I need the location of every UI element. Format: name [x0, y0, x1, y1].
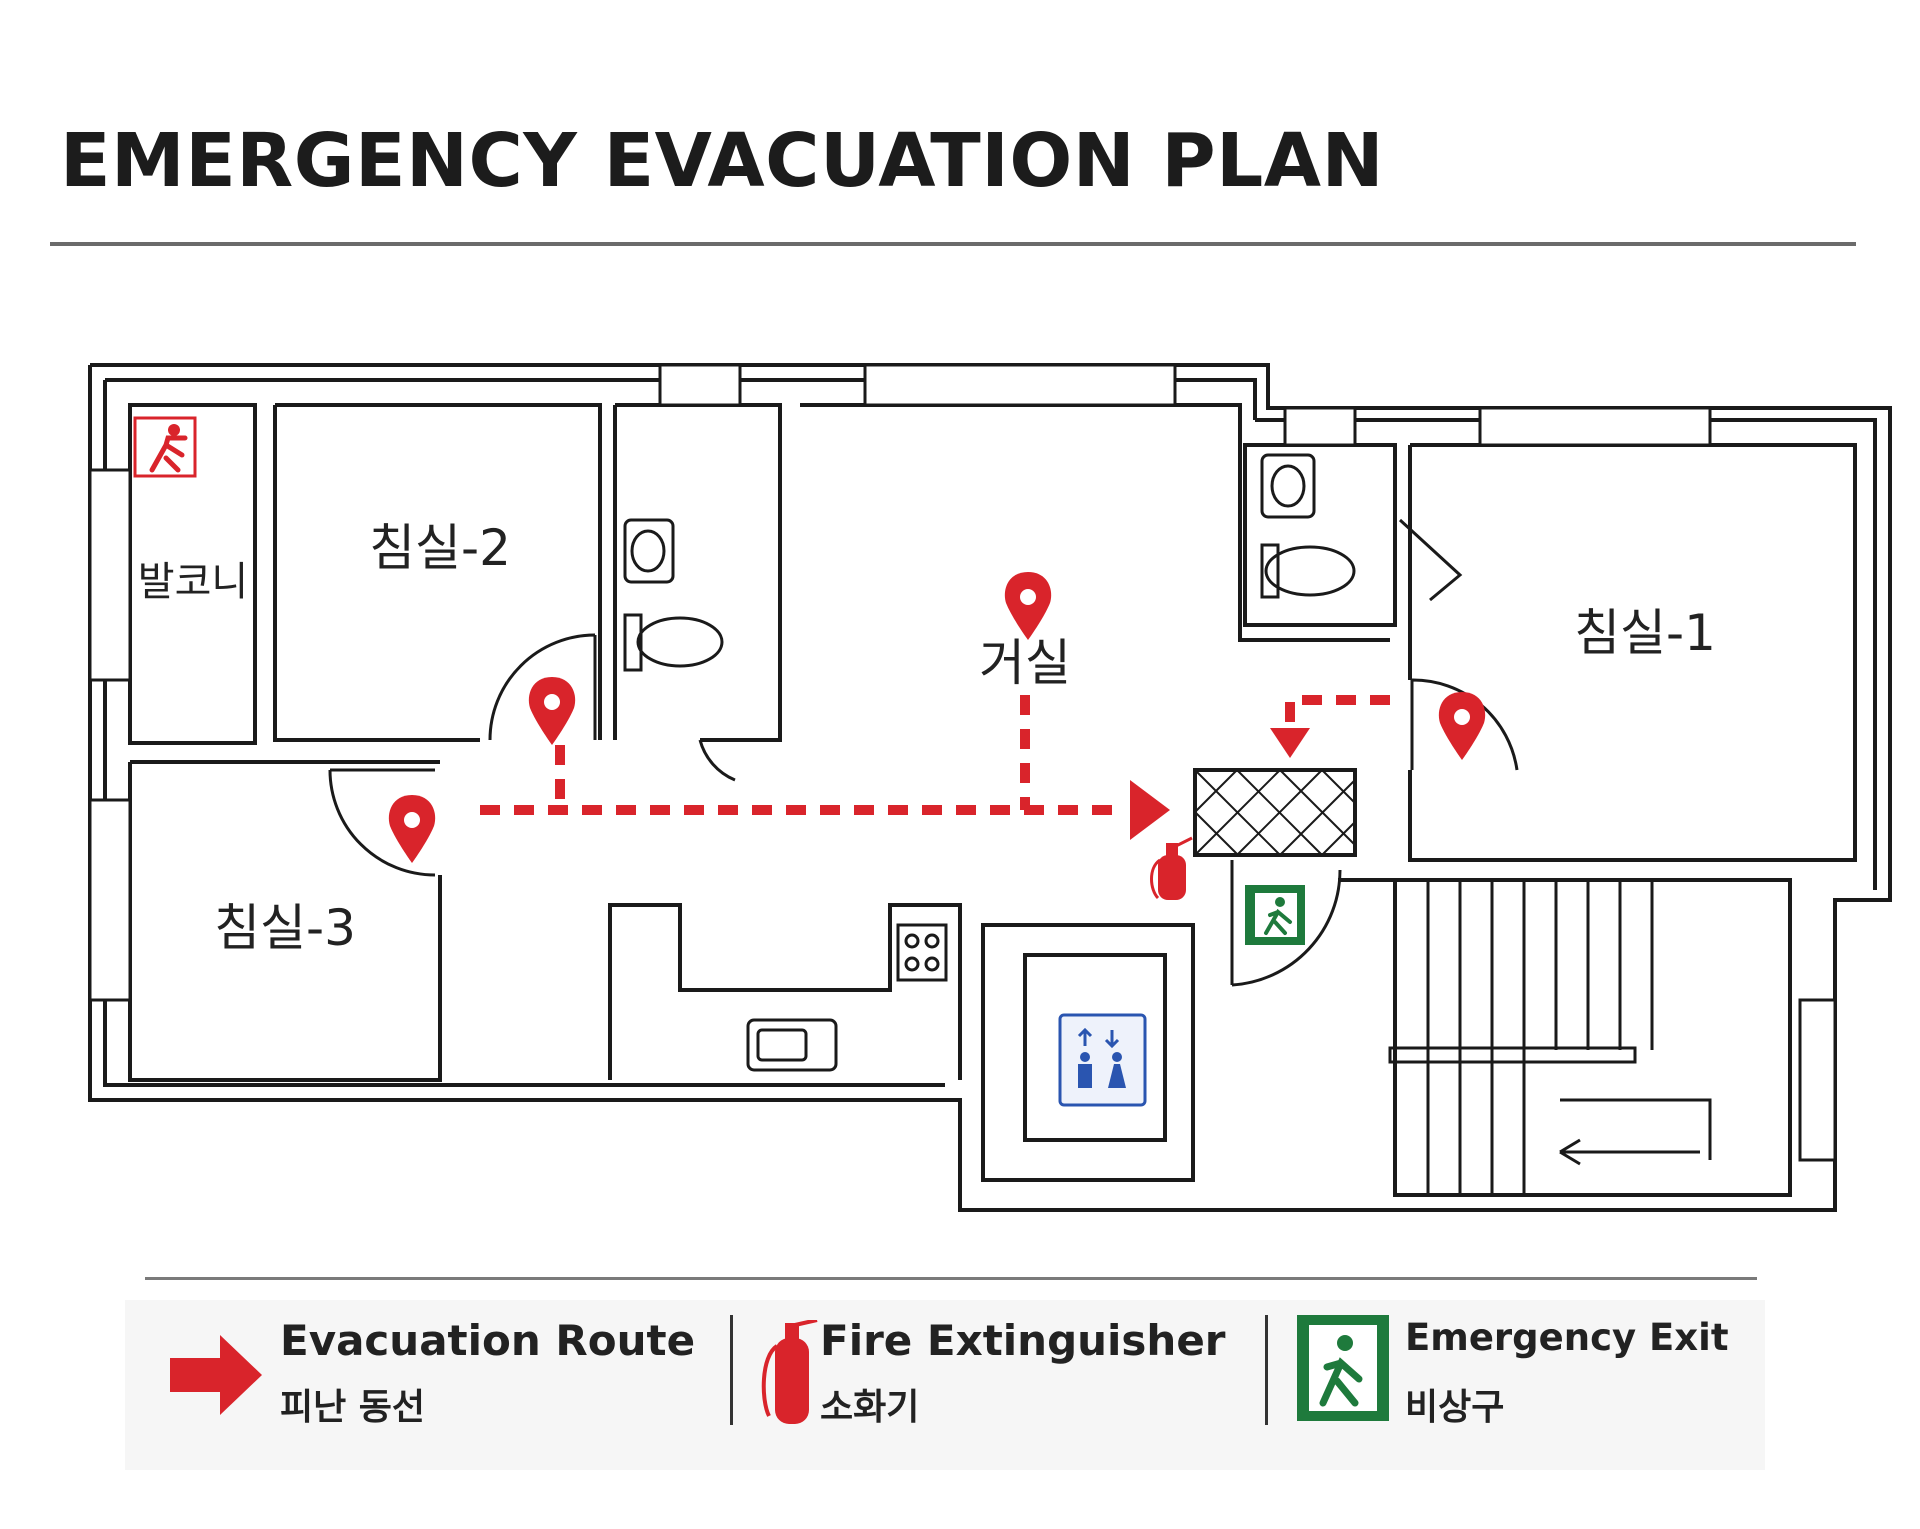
windows — [88, 363, 1837, 1162]
doors — [328, 518, 1519, 987]
legend-label-en: Fire Extinguisher — [820, 1316, 1226, 1365]
location-pin-icon — [528, 677, 576, 745]
legend-label-ko: 피난 동선 — [280, 1387, 426, 1428]
legend-label-ko: 소화기 — [820, 1387, 920, 1428]
evacuation-route — [480, 695, 1390, 815]
legend-label-ko: 비상구 — [1405, 1387, 1505, 1428]
stove-icon — [896, 923, 948, 982]
legend-label-en: Emergency Exit — [1405, 1316, 1729, 1359]
elevator-icon — [1058, 1013, 1147, 1107]
legend-label-en: Evacuation Route — [280, 1316, 696, 1365]
evacuation-route-arrow-icon — [170, 1335, 262, 1415]
stairs-icon — [1388, 880, 1712, 1195]
room-label-bedroom-3: 침실-3 — [214, 899, 356, 957]
sink-icon — [1260, 453, 1316, 519]
legend-item-emergency-exit: Emergency Exit 비상구 — [1295, 1300, 1765, 1470]
balcony-exit-sign-icon — [133, 416, 197, 478]
location-pin-icon — [1438, 692, 1486, 760]
location-pin-icon — [1004, 572, 1052, 640]
legend-item-evacuation-route: Evacuation Route 피난 동선 — [125, 1300, 695, 1470]
room-label-living-room: 거실 — [979, 634, 1071, 692]
room-label-bedroom-2: 침실-2 — [369, 519, 511, 577]
legend-separator — [730, 1315, 733, 1425]
shaft-hatch — [1194, 769, 1356, 856]
emergency-exit-icon — [1245, 885, 1305, 945]
fire-extinguisher-icon — [1150, 836, 1193, 900]
legend-separator — [1265, 1315, 1268, 1425]
kitchen-sink-icon — [746, 1018, 838, 1072]
emergency-exit-icon — [1297, 1315, 1389, 1421]
room-label-balcony: 발코니 — [138, 559, 248, 605]
walls — [88, 363, 1892, 1212]
room-label-bedroom-1: 침실-1 — [1574, 604, 1716, 662]
toilet-icon — [623, 613, 724, 672]
title-divider — [50, 242, 1856, 246]
toilet-icon — [1260, 543, 1356, 599]
fire-extinguisher-icon — [761, 1320, 818, 1424]
legend: Evacuation Route 피난 동선 Fire Extinguisher… — [125, 1300, 1765, 1470]
location-pin-icon — [388, 795, 436, 863]
legend-item-fire-extinguisher: Fire Extinguisher 소화기 — [745, 1300, 1305, 1470]
legend-divider — [145, 1277, 1757, 1280]
route-arrowheads — [1130, 728, 1310, 840]
sink-icon — [623, 518, 675, 584]
page-title: EMERGENCY EVACUATION PLAN — [60, 118, 1385, 204]
